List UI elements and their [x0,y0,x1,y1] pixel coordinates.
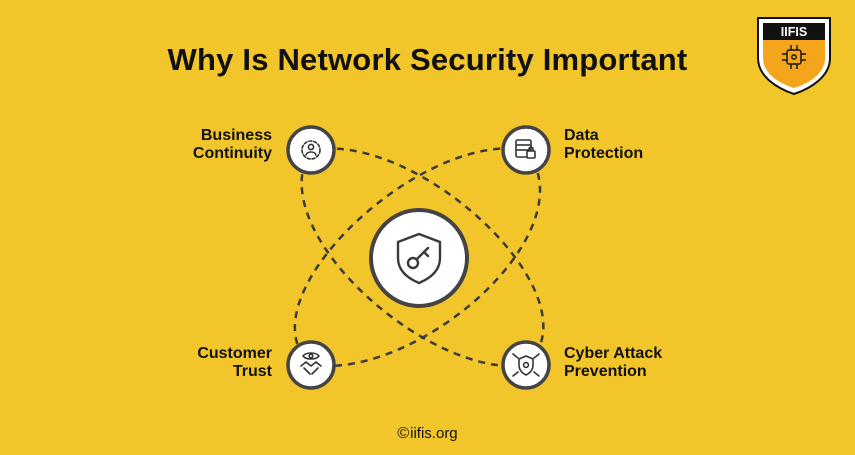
label-line: Protection [564,145,644,162]
label-line: Business [200,127,272,144]
footer: ©iifis.org [0,425,855,443]
handshake-eye-icon [300,352,322,375]
shield-key-icon [396,232,442,285]
logo-text: IIFIS [781,25,807,39]
shield-target-icon [512,353,540,377]
chip-icon [782,45,806,69]
page-title: Why Is Network Security Important [167,42,688,77]
label-data-protection: Data Protection [564,127,643,163]
label-customer-trust: Customer Trust [197,345,272,381]
label-line: Customer [197,345,272,362]
label-line: Prevention [564,363,647,380]
orbit-curve-a [300,149,527,368]
database-lock-icon [515,139,536,159]
label-line: Trust [232,363,272,380]
copyright-icon: © [397,425,410,442]
orbit-curve-c [293,147,527,366]
label-line: Continuity [192,145,272,162]
node-customer-trust [286,340,336,390]
label-cyber-attack-prevention: Cyber Attack Prevention [564,345,662,381]
gear-person-icon [301,140,321,160]
label-business-continuity: Business Continuity [193,127,272,163]
footer-site: iifis.org [410,425,458,442]
center-node [369,208,469,308]
label-line: Data [564,127,599,144]
orbit-curve-b [310,147,545,366]
iifis-logo: IIFIS [757,17,831,96]
node-cyber-attack-prevention [501,340,551,390]
node-data-protection [501,125,551,175]
node-business-continuity [286,125,336,175]
label-line: Cyber Attack [564,345,663,362]
